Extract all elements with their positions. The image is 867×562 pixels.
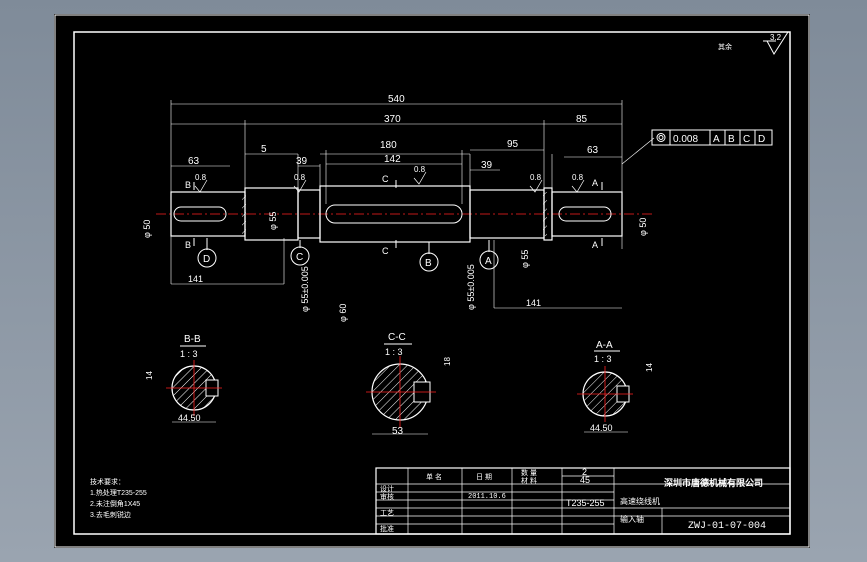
datum-label-c: C [296, 252, 303, 263]
dim-540: 540 [388, 94, 405, 105]
dim-95: 95 [507, 139, 519, 150]
dim-370: 370 [384, 114, 401, 125]
svg-text:A: A [592, 178, 598, 188]
section-b-width: 44.50 [178, 413, 201, 423]
svg-text:B: B [185, 180, 191, 190]
note-line-3: 3.去毛刺锐边 [90, 510, 131, 519]
dim-dia60: φ 60 [338, 304, 348, 322]
datum-circle-c [290, 246, 310, 266]
section-c-width: 53 [392, 426, 404, 437]
datum-label-a: A [485, 256, 492, 267]
section-c-scale: 1 : 3 [385, 347, 403, 357]
section-c-depth: 18 [443, 357, 452, 366]
dim-dia55-a: φ 55±0.005 [466, 264, 476, 310]
section-b-scale: 1 : 3 [180, 349, 198, 359]
section-b-depth: 14 [145, 371, 154, 380]
inner-border [73, 31, 791, 535]
datum-ref-a: A [713, 134, 720, 145]
svg-text:A: A [592, 240, 598, 250]
roughness-label: 其余 [718, 42, 732, 51]
row-label-process: 工艺 [380, 509, 394, 517]
row-label-review: 审核 [380, 492, 394, 501]
roughness-value: 3.2 [770, 33, 782, 42]
title-company: 深圳市唐德机械有限公司 [664, 477, 763, 488]
tolerance-frame: 0.008 A B C D [621, 129, 773, 165]
svg-text:0.8: 0.8 [414, 165, 426, 174]
header-label-date: 日 期 [476, 473, 492, 481]
notes-title: 技术要求： [90, 477, 125, 486]
title-date: 2011.10.6 [468, 493, 506, 501]
technical-notes: 技术要求： 1.热处理T235-255 2.未注倒角1X45 3.去毛刺锐边 [90, 477, 147, 519]
title-quantity: 2 [582, 467, 587, 477]
svg-text:0.8: 0.8 [572, 173, 584, 182]
header-label-name: 单 名 [426, 472, 442, 481]
dim-85: 85 [576, 114, 588, 125]
section-view-c-c: C-C 1 : 3 53 18 [366, 332, 452, 437]
dim-142: 142 [384, 154, 401, 165]
datum-ref-c: C [743, 134, 750, 145]
dim-39-left: 39 [296, 156, 308, 167]
title-material: 45 [580, 475, 590, 485]
svg-text:0.8: 0.8 [294, 173, 306, 182]
dim-dia50-left: φ 50 [142, 220, 152, 238]
section-a-width: 44.50 [590, 423, 613, 433]
outer-border [54, 14, 810, 548]
title-block: 单 名 日 期 数 量 材 料 设计 审核 工艺 批准 2011.10.6 2 … [375, 467, 791, 535]
drawing-sheet: 其余 3.2 [54, 14, 810, 548]
svg-text:C: C [382, 174, 389, 184]
title-hardness: T235-255 [566, 498, 605, 508]
dim-141-right: 141 [526, 298, 541, 308]
svg-text:B: B [185, 240, 191, 250]
section-view-a-a: A-A 1 : 3 44.50 14 [577, 340, 654, 433]
header-label-qty: 数 量 [521, 468, 537, 477]
cad-drawing: 其余 3.2 [54, 14, 810, 548]
note-line-1: 1.热处理T235-255 [90, 488, 147, 497]
section-a-depth: 14 [645, 363, 654, 372]
title-part-name: 输入轴 [620, 514, 644, 524]
section-c-title: C-C [388, 332, 406, 343]
dimension-lines [171, 103, 622, 309]
dim-dia50-right: φ 50 [638, 218, 648, 236]
section-b-title: B-B [184, 334, 201, 345]
dim-63-left: 63 [188, 156, 200, 167]
datum-label-b: B [425, 258, 432, 269]
dim-dia55-right: φ 55 [520, 250, 530, 268]
header-label-material: 材 料 [521, 476, 537, 485]
dim-dia55-c: φ 55±0.005 [300, 266, 310, 312]
shaft-main-view [156, 185, 654, 243]
row-label-approve: 批准 [380, 524, 394, 533]
dim-180: 180 [380, 140, 397, 151]
roughness-symbol: 其余 3.2 [718, 31, 789, 55]
datum-circle-a [479, 250, 499, 270]
datum-label-d: D [203, 254, 210, 265]
svg-text:C: C [382, 246, 389, 256]
dim-5: 5 [261, 144, 267, 155]
section-view-b-b: B-B 1 : 3 44.50 14 [145, 334, 222, 423]
row-label-design: 设计 [380, 484, 394, 493]
tolerance-value: 0.008 [673, 134, 698, 145]
section-a-title: A-A [596, 340, 613, 351]
dim-63-right: 63 [587, 145, 599, 156]
section-cut-markers: B B C C A A [185, 174, 603, 256]
datum-ref-b: B [728, 134, 735, 145]
title-product: 高速绕线机 [620, 496, 660, 506]
svg-text:0.8: 0.8 [195, 173, 207, 182]
dim-39-right: 39 [481, 160, 493, 171]
note-line-2: 2.未注倒角1X45 [90, 499, 140, 508]
datum-circle-b [419, 252, 439, 272]
section-a-scale: 1 : 3 [594, 354, 612, 364]
surface-roughness-marks: 0.8 0.8 0.8 0.8 0.8 [194, 165, 585, 193]
svg-text:0.8: 0.8 [530, 173, 542, 182]
dim-141-left: 141 [188, 274, 203, 284]
title-drawing-number: ZWJ-01-07-004 [688, 521, 766, 532]
datum-circle-d [197, 248, 217, 268]
extension-lines [170, 100, 623, 308]
datum-ref-d: D [758, 134, 765, 145]
dim-dia55-left: φ 55 [268, 212, 278, 230]
